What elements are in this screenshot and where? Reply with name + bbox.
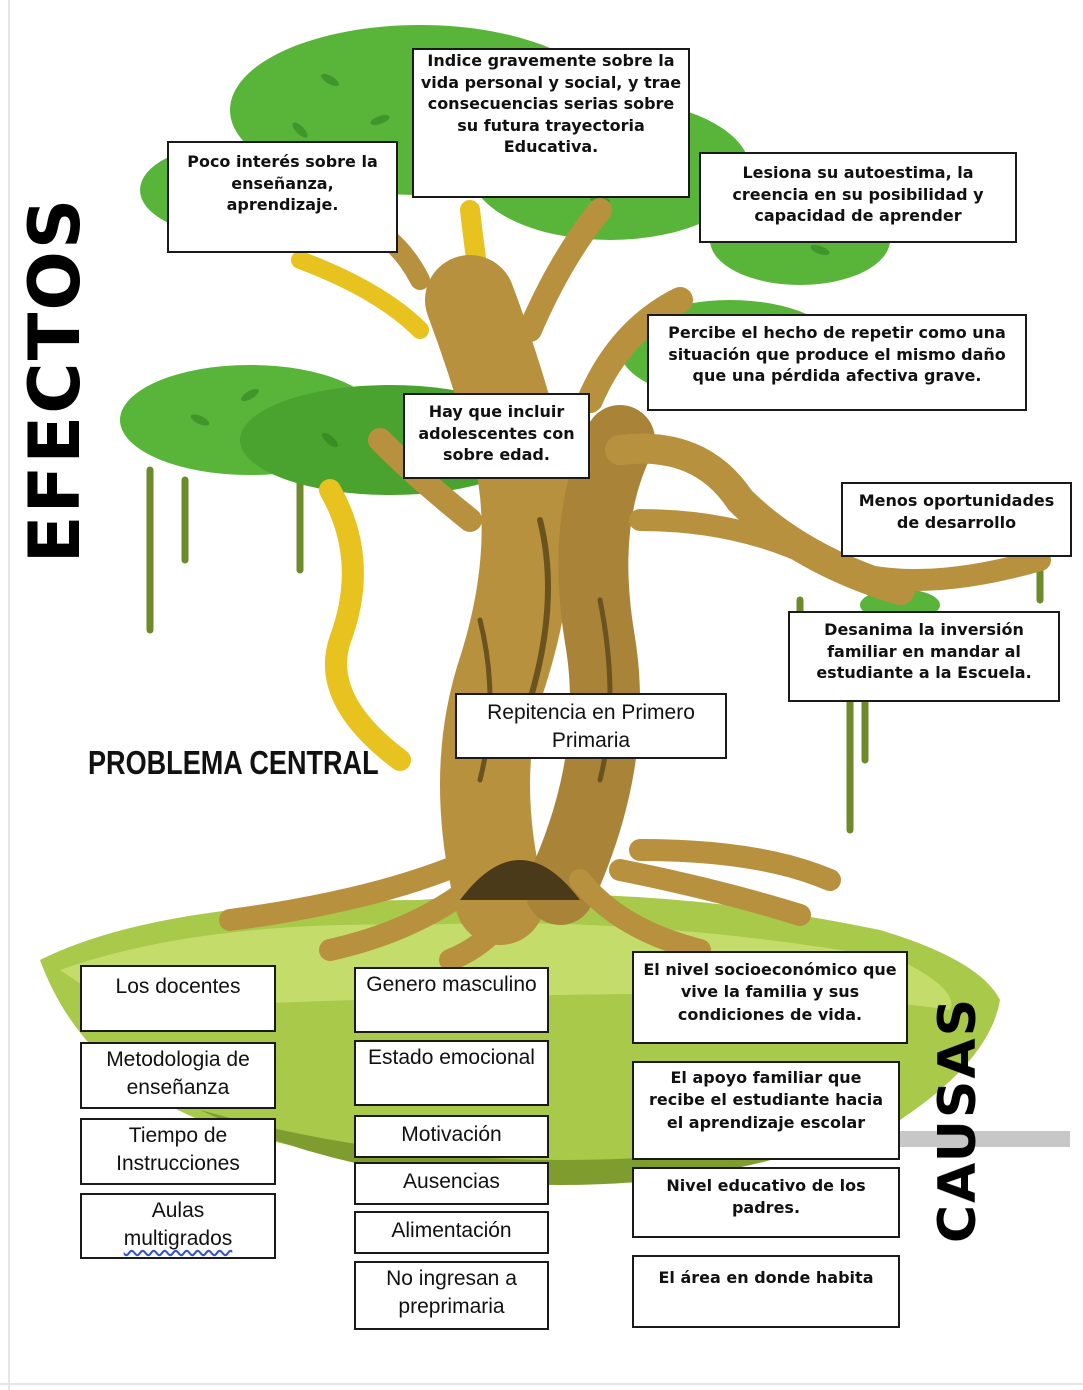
effect-text: Percibe el hecho de repetir como una sit…	[668, 323, 1006, 386]
page-border-left	[8, 0, 10, 1390]
cause-box: Los docentes	[80, 965, 276, 1032]
effect-box: Desanima la inversión familiar en mandar…	[788, 611, 1060, 702]
cause-box: Aulas multigrados	[80, 1193, 276, 1259]
effects-title: EFECTOS	[14, 196, 96, 564]
cause-box: Estado emocional	[354, 1040, 549, 1106]
effect-text: Indice gravemente sobre la vida personal…	[420, 51, 682, 157]
effect-text: Desanima la inversión familiar en mandar…	[816, 620, 1032, 683]
cause-text: No ingresan a preprimaria	[386, 1267, 517, 1319]
central-problem-text: Repitencia en Primero Primaria	[487, 701, 695, 753]
page-border-bottom	[0, 1383, 1083, 1385]
cause-text: Nivel educativo de los padres.	[666, 1176, 866, 1218]
cause-box: El apoyo familiar que recibe el estudian…	[632, 1061, 900, 1160]
effect-box: Hay que incluir adolescentes con sobre e…	[403, 393, 590, 479]
central-problem-box: Repitencia en Primero Primaria	[455, 693, 727, 759]
cause-box: Genero masculino	[354, 967, 549, 1033]
effect-text: Menos oportunidades de desarrollo	[858, 491, 1055, 532]
effect-box: Poco interés sobre la enseñanza, aprendi…	[167, 141, 398, 253]
root-hollow	[460, 860, 580, 900]
cause-text: Metodologia de enseñanza	[106, 1048, 250, 1100]
cause-text: Motivación	[401, 1123, 502, 1146]
causes-title: CAUSAS	[928, 996, 988, 1244]
cause-text-wrap: Aulas multigrados	[118, 1195, 239, 1254]
effect-text: Poco interés sobre la enseñanza, aprendi…	[187, 152, 378, 215]
cause-text: Aulas	[151, 1199, 205, 1222]
cause-text: Genero masculino	[366, 973, 537, 996]
cause-box: Nivel educativo de los padres.	[632, 1167, 900, 1238]
cause-text: Los docentes	[115, 975, 241, 998]
cause-text: El área en donde habita	[658, 1268, 874, 1287]
gray-bar	[900, 1131, 1070, 1147]
cause-text: El apoyo familiar que recibe el estudian…	[648, 1068, 884, 1132]
effect-text: Hay que incluir adolescentes con sobre e…	[418, 402, 575, 465]
cause-box: Alimentación	[354, 1211, 549, 1254]
effect-box: Indice gravemente sobre la vida personal…	[412, 48, 690, 198]
effect-box: Percibe el hecho de repetir como una sit…	[647, 314, 1027, 411]
cause-text: Estado emocional	[368, 1046, 535, 1069]
cause-text: El nivel socioeconómico que vive la fami…	[643, 960, 897, 1024]
cause-box: Ausencias	[354, 1162, 549, 1205]
cause-text: Ausencias	[403, 1170, 500, 1193]
cause-box: Tiempo de Instrucciones	[80, 1118, 276, 1185]
cause-box: El área en donde habita	[632, 1255, 900, 1328]
cause-box: No ingresan a preprimaria	[354, 1261, 549, 1330]
central-problem-label: PROBLEMA CENTRAL	[88, 744, 379, 781]
effect-box: Menos oportunidades de desarrollo	[841, 482, 1072, 557]
cause-text: Tiempo de Instrucciones	[116, 1124, 240, 1176]
cause-box: Metodologia de enseñanza	[80, 1042, 276, 1109]
cause-box: El nivel socioeconómico que vive la fami…	[632, 951, 908, 1044]
cause-box: Motivación	[354, 1115, 549, 1158]
roots	[219, 839, 841, 971]
cause-text: Alimentación	[391, 1219, 512, 1242]
trunk-branches	[350, 198, 1051, 945]
effect-box: Lesiona su autoestima, la creencia en su…	[699, 152, 1017, 243]
cause-text-misspelled: multigrados	[123, 1227, 233, 1251]
effect-text: Lesiona su autoestima, la creencia en su…	[732, 163, 984, 226]
